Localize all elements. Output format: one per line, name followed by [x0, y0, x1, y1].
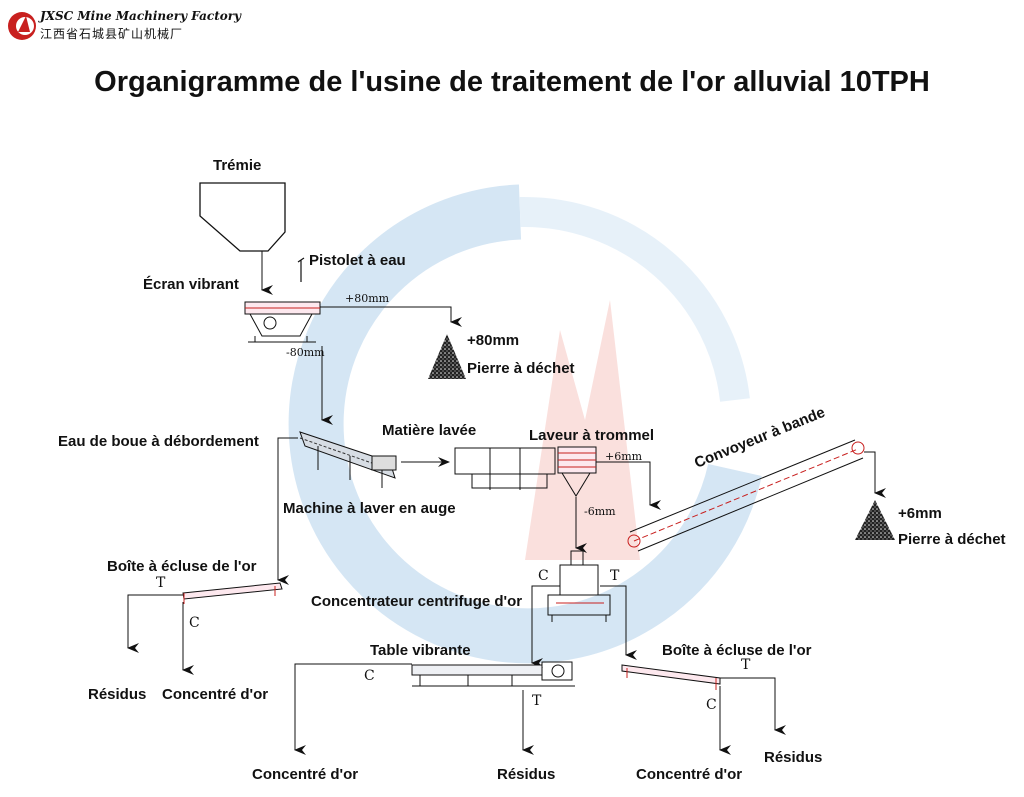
marker-centrifugal-C: C: [538, 568, 549, 584]
label-trommel: Laveur à trommel: [529, 427, 655, 444]
marker-table-T: T: [532, 693, 542, 709]
centrifugal-concentrator-machine: [547, 550, 611, 622]
waste-pile-2: [855, 500, 895, 540]
label-oversize-6: +6mm: [898, 505, 942, 522]
marker-right-sluice-T: T: [741, 657, 751, 673]
company-name-cn: 江西省石城县矿山机械厂: [40, 27, 184, 41]
label-vibrating-screen: Écran vibrant: [143, 276, 239, 293]
watermark-logo: [288, 184, 762, 664]
label-overflow-mud: Eau de boue à débordement: [58, 433, 259, 450]
vibrating-screen-machine: [244, 301, 321, 343]
page-title: Organigramme de l'usine de traitement de…: [94, 66, 930, 98]
label-oversize-80: +80mm: [467, 332, 520, 349]
label-concentrate-table: Concentré d'or: [252, 766, 359, 783]
label-tailings-right: Résidus: [764, 749, 823, 766]
arrow-conveyor-waste: [864, 451, 886, 498]
marker-right-sluice-C: C: [706, 697, 717, 713]
trough-washer-machine: [299, 431, 397, 488]
label-sluice-right: Boîte à écluse de l'or: [662, 642, 812, 659]
arrow-plus80: [320, 306, 462, 327]
company-logo: [8, 12, 36, 40]
label-tailings-table: Résidus: [497, 766, 556, 783]
arrow-overflow: [277, 437, 298, 585]
label-waste-rock-2: Pierre à déchet: [898, 531, 1006, 548]
shaking-table-machine: [411, 661, 575, 687]
marker-table-C: C: [364, 668, 375, 684]
arrow-left-sluice-T: [127, 594, 183, 653]
arrow-right-sluice-T: [720, 677, 786, 735]
label-hopper: Trémie: [213, 157, 262, 174]
label-sluice-left: Boîte à écluse de l'or: [107, 558, 257, 575]
label-trough-washer: Machine à laver en auge: [283, 500, 456, 517]
flow-minus6: -6mm: [584, 505, 616, 518]
waste-pile-1: [428, 334, 466, 379]
flow-minus80: -80mm: [286, 346, 325, 359]
label-tailings-left: Résidus: [88, 686, 147, 703]
arrow-table-C: [294, 663, 412, 755]
marker-left-sluice-C: C: [189, 615, 200, 631]
arrow-centrifugal-T: [600, 585, 637, 660]
marker-left-sluice-T: T: [156, 575, 166, 591]
label-water-gun: Pistolet à eau: [309, 252, 406, 269]
left-sluice-machine: [182, 582, 283, 604]
arrow-centrifugal-C: [531, 585, 560, 668]
company-name-en: JXSC Mine Machinery Factory: [40, 9, 242, 23]
flow-plus6: +6mm: [605, 450, 643, 463]
arrow-plus6: [596, 461, 661, 510]
water-gun-icon: [297, 257, 305, 282]
label-concentrate-right: Concentré d'or: [636, 766, 743, 783]
label-shaking-table: Table vibrante: [370, 642, 471, 659]
label-centrifugal: Concentrateur centrifuge d'or: [311, 593, 523, 610]
right-sluice-machine: [621, 664, 721, 690]
label-waste-rock-1: Pierre à déchet: [467, 360, 575, 377]
trommel-machine: [454, 446, 597, 497]
flow-plus80: +80mm: [345, 292, 390, 305]
label-washed-material: Matière lavée: [382, 422, 477, 439]
marker-centrifugal-T: T: [610, 568, 620, 584]
hopper-shape: [199, 182, 286, 252]
belt-conveyor-machine: [627, 439, 865, 552]
label-concentrate-left: Concentré d'or: [162, 686, 269, 703]
